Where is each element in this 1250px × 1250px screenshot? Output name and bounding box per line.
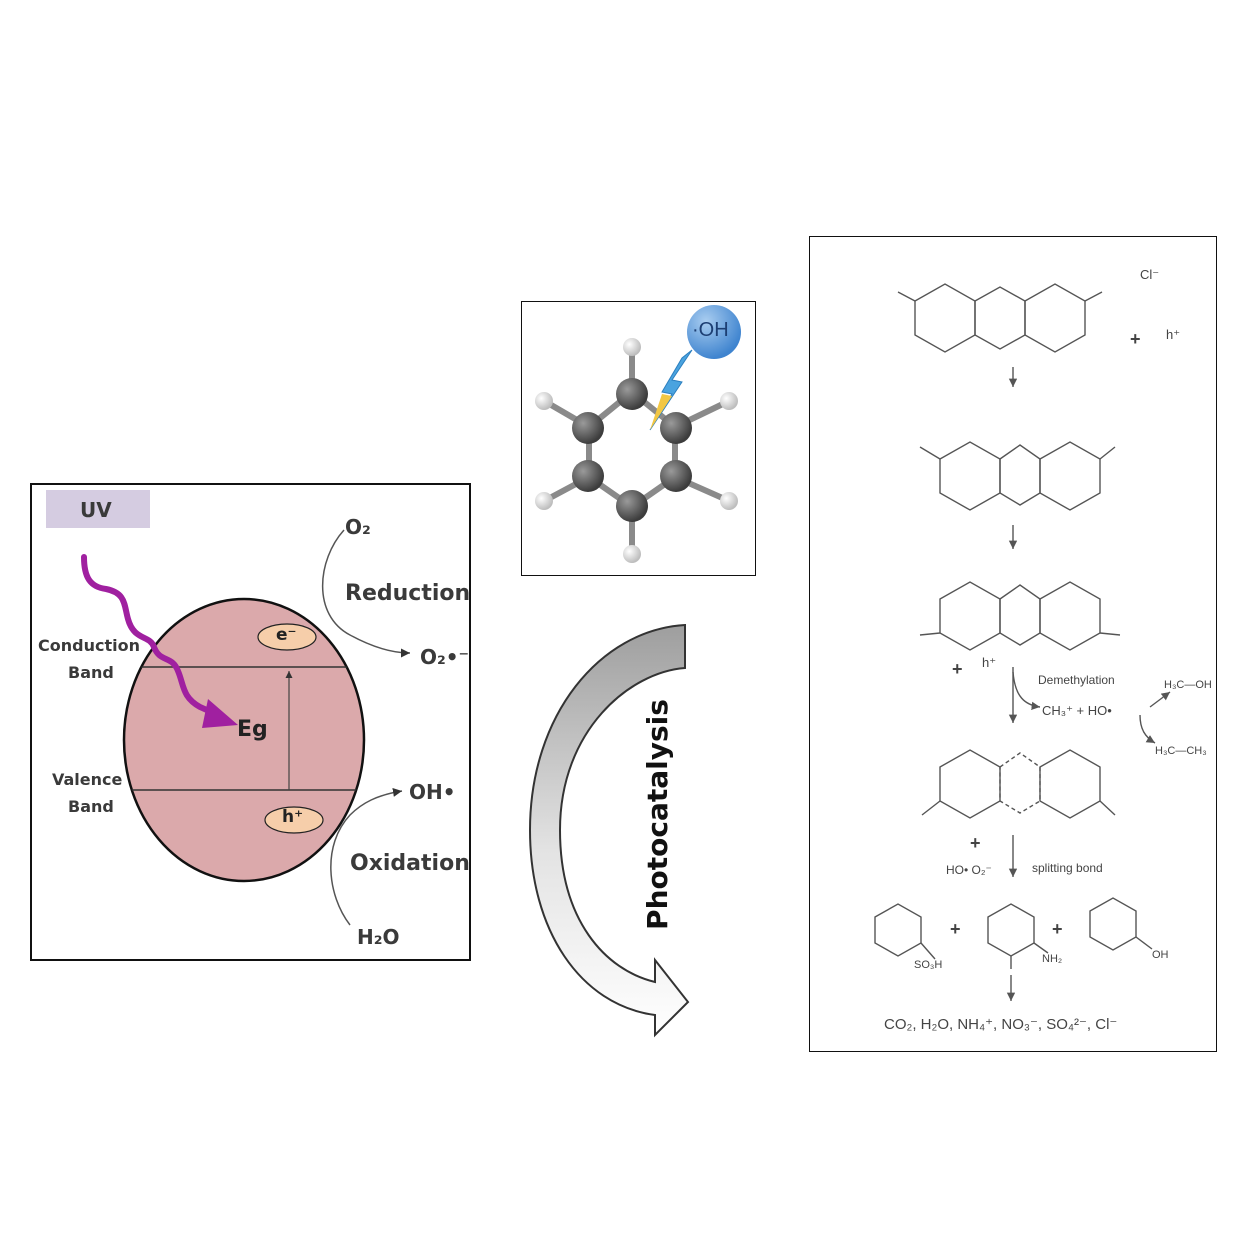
valence-band-label-1: Valence xyxy=(52,770,123,789)
photocatalysis-curved-arrow xyxy=(528,623,690,1038)
conduction-band-label-2: Band xyxy=(68,663,114,682)
electron-label: e⁻ xyxy=(276,625,297,645)
hydroxy-label: OH xyxy=(1152,949,1169,961)
hole-reagent-label-1: h⁺ xyxy=(1166,327,1181,342)
plus-sign-1: + xyxy=(1130,329,1141,349)
band-diagram-panel: UV Conduction Band Valence Band e⁻ h⁺ Eg… xyxy=(30,483,471,961)
oxygen-label: O₂ xyxy=(345,515,371,539)
hydroxyl-radical-label: OH• xyxy=(409,780,456,804)
final-products-label: CO₂, H₂O, NH₄⁺, NO₃⁻, SO₄²⁻, Cl⁻ xyxy=(884,1016,1118,1033)
sulfonic-acid-label: SO₃H xyxy=(914,959,943,971)
reduction-label: Reduction xyxy=(345,581,471,606)
oxidation-curve-arrow xyxy=(330,787,403,926)
photocatalysis-label: Photocatalysis xyxy=(640,699,674,930)
superoxide-label: O₂•⁻ xyxy=(420,645,470,669)
plus-sign-4: + xyxy=(950,919,961,939)
valence-band-label-2: Band xyxy=(68,797,114,816)
oxidation-label: Oxidation xyxy=(350,851,470,876)
degradation-mechanism-panel: Cl⁻ + h⁺ + h⁺ Demethylation CH₃⁺ + HO• H… xyxy=(809,236,1217,1052)
benzene-ball-stick-model xyxy=(535,305,741,563)
hydroxyl-radical-sphere xyxy=(687,305,741,359)
hydroxyl-radical-label: ·OH xyxy=(692,319,729,341)
counterion-label: Cl⁻ xyxy=(1140,267,1160,282)
methanol-label: H₃C—OH xyxy=(1164,679,1212,691)
uv-arrow-head xyxy=(202,699,238,728)
mechanism-structures xyxy=(874,283,1171,1001)
uv-label-box xyxy=(46,490,150,528)
splitting-bond-label: splitting bond xyxy=(1032,861,1103,875)
hole-reagent-label-2: h⁺ xyxy=(982,655,997,670)
reduction-curve-arrow xyxy=(321,529,411,658)
ethane-label: H₃C—CH₃ xyxy=(1155,745,1207,757)
uv-label: UV xyxy=(80,498,112,522)
hole-label: h⁺ xyxy=(282,807,304,827)
water-label: H₂O xyxy=(357,925,400,949)
plus-sign-3: + xyxy=(970,833,981,853)
demethylation-products-label: CH₃⁺ + HO• xyxy=(1042,703,1112,718)
radicals-label: HO• O₂⁻ xyxy=(946,863,992,877)
conduction-band-label-1: Conduction xyxy=(38,636,140,655)
plus-sign-5: + xyxy=(1052,919,1063,939)
amine-label: NH₂ xyxy=(1042,953,1063,965)
hole-oval xyxy=(264,806,324,834)
plus-sign-2: + xyxy=(952,659,963,679)
band-gap-label: Eg xyxy=(237,717,268,742)
band-diagram-graphic xyxy=(81,529,411,926)
demethylation-label: Demethylation xyxy=(1038,673,1115,687)
molecule-panel: ·OH xyxy=(521,301,756,576)
uv-photon-arrow xyxy=(81,554,221,718)
electron-oval xyxy=(257,623,317,651)
